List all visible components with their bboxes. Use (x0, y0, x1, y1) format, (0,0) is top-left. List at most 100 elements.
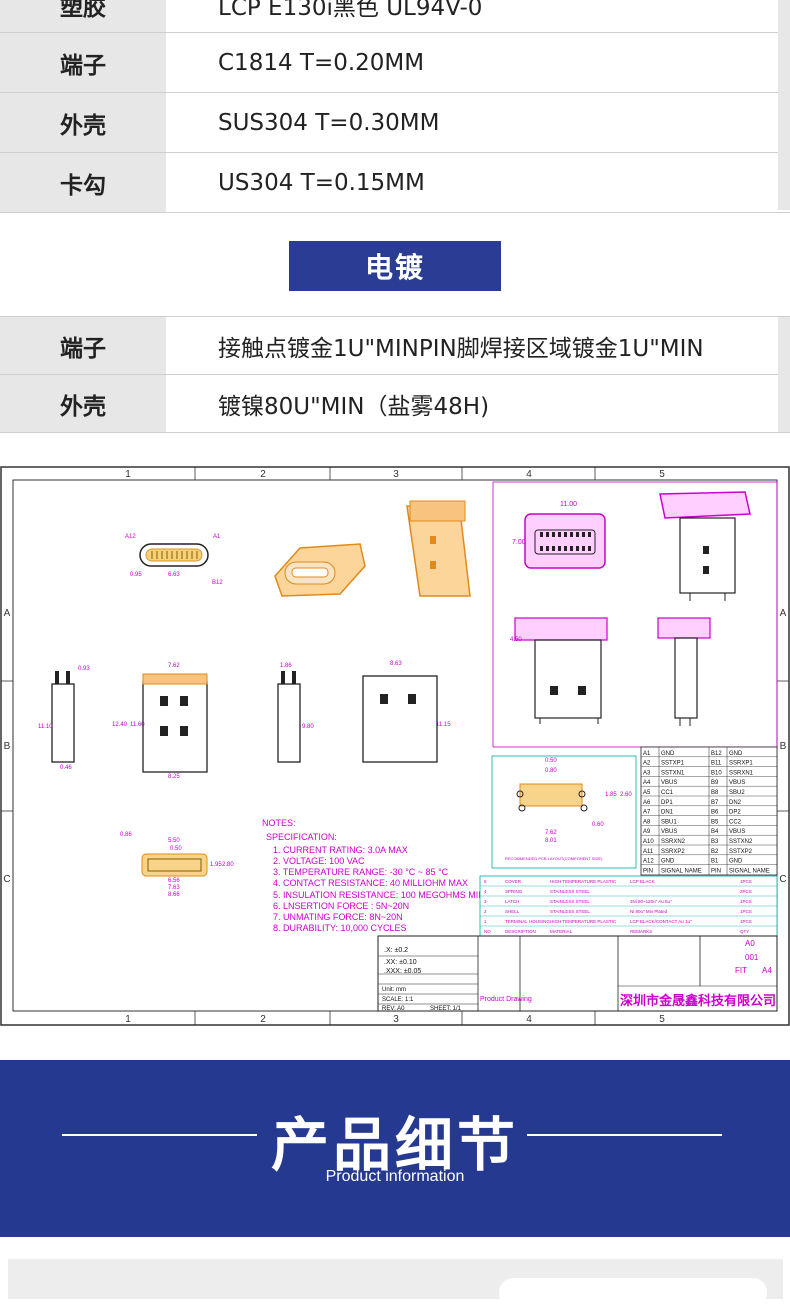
plating-table: 端子 接触点镀金1U"MINPIN脚焊接区域镀金1U"MIN 外壳 镀镍80U"… (0, 316, 790, 433)
note-line: 5. INSULATION RESISTANCE: 100 MEGOHMS MI… (273, 890, 487, 900)
pin-cell: B8 (711, 790, 719, 796)
row-letter: A (4, 608, 11, 619)
dim-label: 9.80 (302, 724, 314, 730)
dim-label: 7.62 (545, 830, 557, 836)
material-row-plastic: 塑胶 LCP E130i黑色 UL94V-0 (0, 0, 790, 33)
side-view-magenta: 4.50 (510, 617, 711, 726)
pin-cell: DP1 (661, 800, 673, 806)
plating-row-shell: 外壳 镀镍80U"MIN（盐雾48H) (0, 375, 790, 433)
pin-cell: B6 (711, 810, 719, 816)
pin-cell: SSRXP1 (729, 761, 753, 767)
col-number: 5 (659, 469, 665, 480)
material-label: 塑胶 (0, 0, 166, 32)
product-detail-banner: 产品细节 Product information (0, 1060, 790, 1237)
row-letter: C (3, 874, 10, 885)
note-line: 2. VOLTAGE: 100 VAC (273, 856, 365, 866)
pin-cell: CC1 (661, 790, 674, 796)
bom-cell: Ni 80u" Min Plated (630, 909, 668, 914)
dim-label: 8.63 (390, 661, 402, 667)
plating-title: 电镀 (289, 241, 501, 291)
col-number: 4 (526, 1014, 532, 1025)
pin-cell: B7 (711, 800, 719, 806)
pin-cell: SSTXP1 (661, 761, 685, 767)
pin-cell: DN1 (661, 810, 674, 816)
pin-cell: CC2 (729, 819, 742, 825)
bottom-view: 5.50 0.50 6.56 7.63 8.66 1.95 2.80 0.86 (120, 832, 234, 898)
bom-cell: 2PCS (740, 889, 752, 894)
bom-cell: 1PCS (740, 909, 752, 914)
pin-cell: DP2 (729, 810, 741, 816)
sheet: SHEET: 1/1 (430, 1006, 462, 1012)
pin-cell: SSTXN1 (661, 770, 685, 776)
rev: REV: A0 (382, 1006, 405, 1012)
row-letter: A (780, 608, 787, 619)
material-label: 外壳 (0, 93, 166, 152)
dim-label: 11.00 (560, 501, 577, 508)
pin-cell: B9 (711, 780, 719, 786)
col-number: 2 (260, 469, 266, 480)
row-letter: B (4, 741, 11, 752)
bom-cell: 3Ni 80~120u" Au 5u" (630, 899, 672, 904)
material-table: 塑胶 LCP E130i黑色 UL94V-0 端子 C1814 T=0.20MM… (0, 0, 790, 213)
connector-iso-vertical (406, 500, 471, 597)
dim-label: 0.46 (60, 765, 72, 771)
note-line: 4. CONTACT RESISTANCE: 40 MILLIOHM MAX (273, 878, 468, 888)
pin-cell: SSTXP2 (729, 849, 753, 855)
note-line: 3. TEMPERATURE RANGE: -30 °C ~ 85 °C (273, 867, 449, 877)
rev-value: A0 (745, 939, 755, 948)
pin-cell: VBUS (729, 780, 745, 786)
pin-cell: B2 (711, 849, 719, 855)
pin-cell: SBU1 (661, 819, 677, 825)
dim-label: A1 (213, 534, 221, 540)
pin-cell: GND (661, 859, 675, 865)
tolerance: .XXX: ±0.05 (384, 968, 421, 975)
pin-cell: B12 (711, 751, 722, 757)
pin-cell: A8 (643, 819, 651, 825)
col-number: 3 (393, 1014, 399, 1025)
bom-cell: 1PCS (740, 899, 752, 904)
dim-label: 0.86 (120, 832, 132, 838)
pin-cell: A9 (643, 829, 651, 835)
pin-cell: B4 (711, 829, 719, 835)
bom-cell: 1PCS (740, 879, 752, 884)
banner-divider-right (527, 1134, 722, 1136)
bom-cell: 5 (484, 879, 487, 884)
pin-cell: A1 (643, 751, 651, 757)
top-iso-view (659, 491, 751, 601)
dim-label: 7.62 (168, 663, 180, 669)
dim-label: 1.95 (210, 862, 222, 868)
col-number: 5 (659, 1014, 665, 1025)
back-view: 8.63 11.15 (362, 661, 451, 763)
pin-header: SIGNAL NAME (729, 868, 770, 874)
pin-cell: GND (729, 859, 743, 865)
bom-cell: SHELL (505, 909, 520, 914)
tolerance: .X: ±0.2 (384, 947, 408, 954)
pin-cell: A4 (643, 780, 651, 786)
pin-cell: VBUS (661, 780, 677, 786)
notes-title: NOTES: (262, 818, 296, 828)
bom-cell: SPRING (505, 889, 523, 894)
bom-cell: STAINLESS STEEL (550, 889, 590, 894)
note-line: 7. UNMATING FORCE: 8N~20N (273, 912, 403, 922)
plating-label: 外壳 (0, 375, 166, 432)
connector-front-view: A12 A1 6.63 0.95 B12 (125, 534, 223, 586)
bom-cell: QTY (740, 929, 749, 934)
bom-cell: MATERIAL (550, 929, 573, 934)
right-rail (778, 317, 790, 432)
dim-label: 11.15 (436, 722, 451, 728)
bom-cell: LATCH (505, 899, 519, 904)
dim-label: 4.50 (510, 637, 522, 643)
pin-cell: SSRXP2 (661, 849, 685, 855)
row-letter: C (779, 874, 786, 885)
col-number: 4 (526, 469, 532, 480)
dim-label: 5.50 (168, 838, 180, 844)
dim-label: 2.60 (620, 792, 632, 798)
row-letter: B (780, 741, 787, 752)
note-line: 8. DURABILITY: 10,000 CYCLES (273, 923, 407, 933)
dim-label: A12 (125, 534, 136, 540)
material-label: 卡勾 (0, 153, 166, 212)
fit: FIT (735, 966, 747, 975)
product-drawing: Product Drawing (480, 996, 532, 1003)
bom-cell: LCP BLACK/CONTACT Au 1u" (630, 919, 692, 924)
